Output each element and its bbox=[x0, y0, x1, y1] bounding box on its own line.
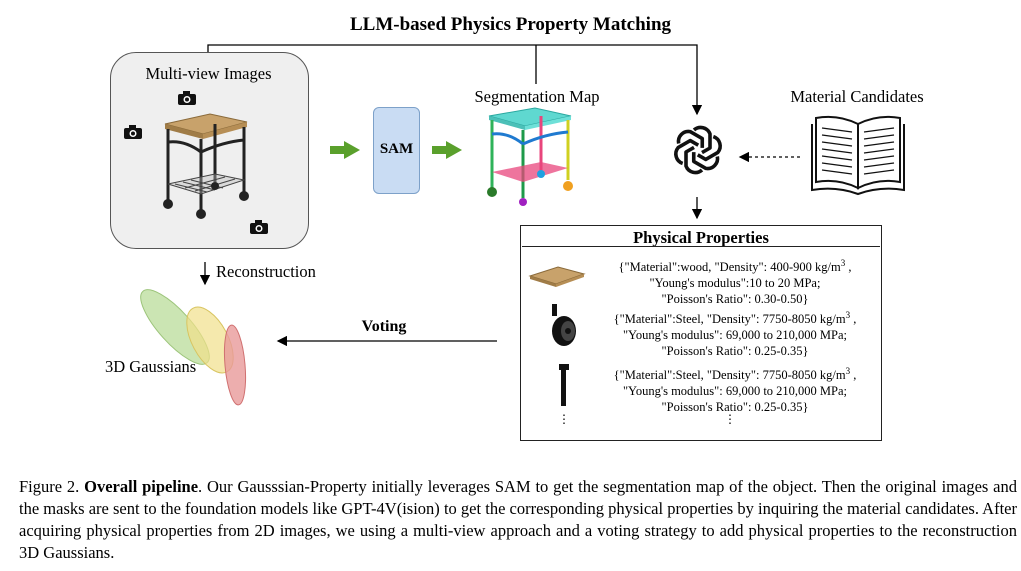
figure-caption: Figure 2. Overall pipeline. Our Gausssia… bbox=[19, 476, 1017, 564]
green-arrow-1 bbox=[330, 141, 360, 159]
physical-properties-heading: Physical Properties bbox=[633, 228, 769, 247]
gaussians-label: 3D Gaussians bbox=[105, 357, 197, 376]
table-icon bbox=[528, 266, 586, 287]
green-arrow-2 bbox=[432, 141, 462, 159]
entry-ellipsis: ⋮ bbox=[724, 412, 736, 426]
sam-box bbox=[373, 107, 420, 194]
multiview-label: Multi-view Images bbox=[145, 64, 272, 83]
wheel-icon bbox=[552, 304, 576, 346]
physical-properties-panel bbox=[520, 225, 882, 441]
property-entry-steel-leg: {"Material":Steel, "Density": 7750-8050 … bbox=[613, 366, 857, 415]
camera-icon bbox=[250, 220, 268, 234]
camera-icon bbox=[178, 91, 196, 105]
caption-text: . Our Gausssian-Property initially lever… bbox=[19, 477, 1017, 562]
diagram-title: LLM-based Physics Property Matching bbox=[349, 14, 672, 35]
caption-prefix: Figure 2. bbox=[19, 477, 85, 496]
openai-logo-icon bbox=[674, 125, 722, 175]
sam-label: SAM bbox=[379, 141, 414, 157]
thumb-ellipsis: ⋮ bbox=[558, 412, 570, 426]
leg-icon bbox=[559, 364, 569, 406]
camera-icon bbox=[124, 125, 142, 139]
heading-divider bbox=[522, 246, 880, 247]
material-candidates-label: Material Candidates bbox=[790, 87, 924, 106]
property-entry-steel-wheel: {"Material":Steel, "Density": 7750-8050 … bbox=[613, 310, 857, 359]
connector-layer bbox=[199, 44, 800, 347]
book-icon bbox=[811, 115, 905, 196]
caption-bold: Overall pipeline bbox=[84, 477, 199, 496]
segmentation-map-label: Segmentation Map bbox=[474, 87, 600, 106]
gaussians-image bbox=[140, 289, 247, 406]
segmentation-map-image bbox=[487, 107, 573, 206]
voting-label: Voting bbox=[361, 318, 407, 335]
top-connector bbox=[207, 44, 703, 116]
reconstruction-label: Reconstruction bbox=[216, 262, 316, 281]
cart-table-image bbox=[163, 113, 249, 219]
multiview-panel bbox=[110, 52, 309, 249]
property-entry-wood: {"Material":wood, "Density": 400-900 kg/… bbox=[618, 258, 852, 307]
